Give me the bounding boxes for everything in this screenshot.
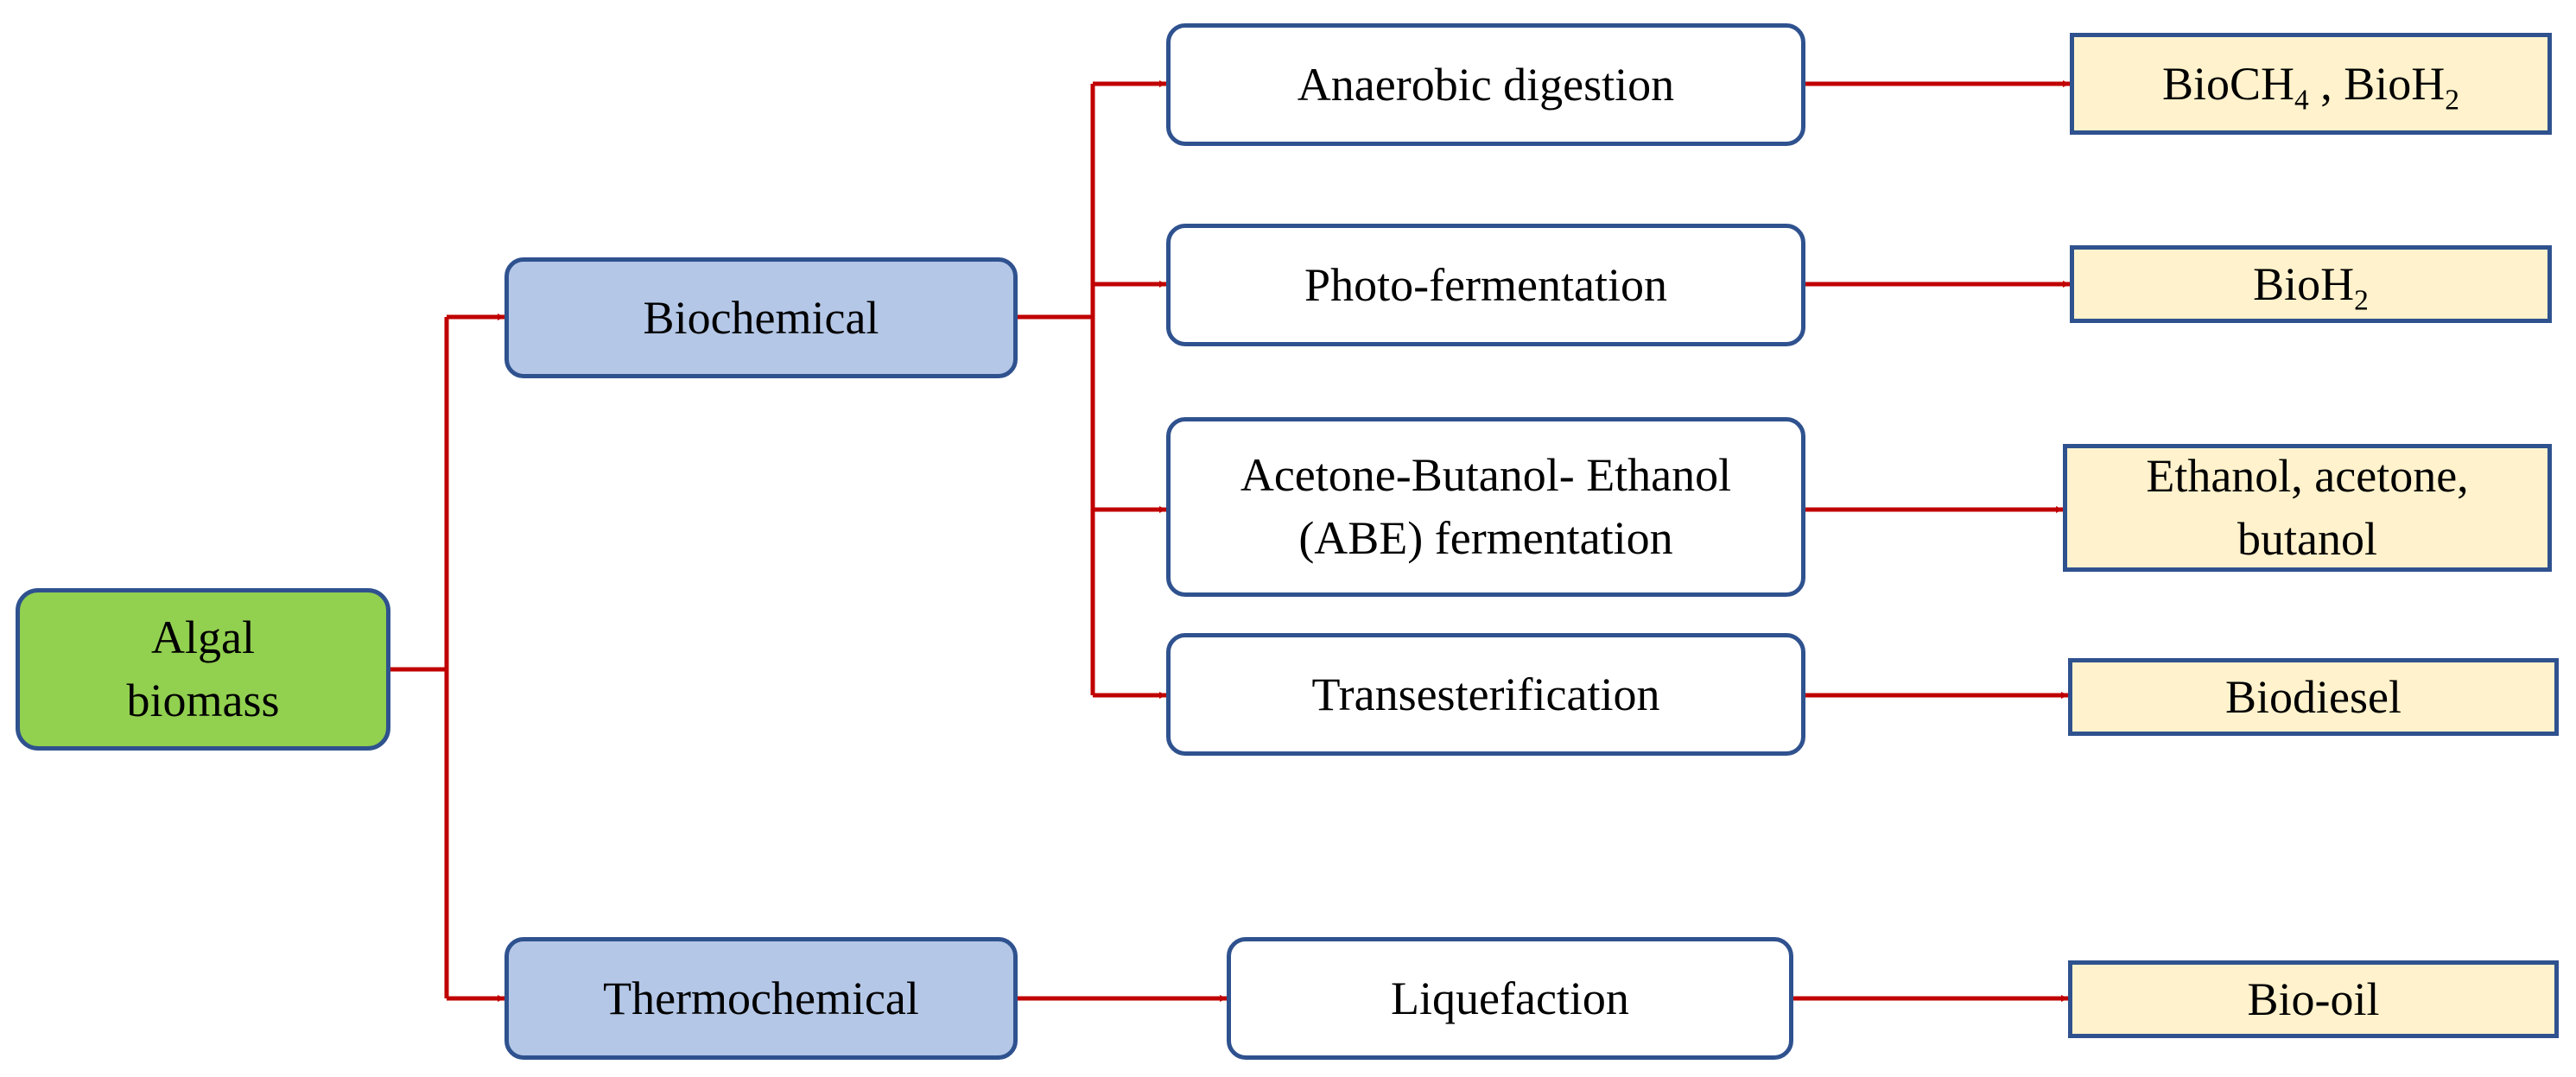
biochemical-label: Biochemical [643,291,879,344]
photo-fermentation-label: Photo-fermentation [1304,258,1667,311]
biochemical-node: Biochemical [504,257,1018,378]
abe-fermentation-label-line1: Acetone-Butanol- Ethanol [1240,449,1732,502]
algal-biomass-label-line2: biomass [126,675,280,726]
transesterification-label: Transesterification [1311,668,1660,720]
abe-fermentation-label-line2: (ABE) fermentation [1298,512,1673,564]
liquefaction-node: Liquefaction [1227,937,1793,1060]
anaerobic-digestion-label: Anaerobic digestion [1297,58,1675,111]
product-solvents-node: Ethanol, acetone, butanol [2063,444,2552,572]
product-solvents-label-line1: Ethanol, acetone, [2146,450,2469,503]
transesterification-node: Transesterification [1166,633,1805,756]
product-biodiesel-label: Biodiesel [2225,670,2402,723]
product-bio-oil-node: Bio-oil [2068,960,2559,1038]
algal-biomass-label-line1: Algal [151,611,255,664]
product-solvents-label-line2: butanol [2237,513,2377,565]
product-bio-oil-label: Bio-oil [2247,972,2380,1025]
algal-biomass-node: Algal biomass [16,588,390,751]
anaerobic-digestion-node: Anaerobic digestion [1166,23,1805,146]
liquefaction-label: Liquefaction [1391,972,1629,1024]
thermochemical-label: Thermochemical [603,972,919,1024]
product-biogas-label: BioCH4 , BioH2 [2161,57,2460,117]
product-biohydrogen-label: BioH2 [2253,257,2369,317]
thermochemical-node: Thermochemical [504,937,1018,1060]
abe-fermentation-node: Acetone-Butanol- Ethanol (ABE) fermentat… [1166,417,1805,597]
product-biogas-node: BioCH4 , BioH2 [2070,33,2552,135]
product-biohydrogen-node: BioH2 [2070,245,2552,323]
product-biodiesel-node: Biodiesel [2068,658,2559,736]
photo-fermentation-node: Photo-fermentation [1166,224,1805,346]
